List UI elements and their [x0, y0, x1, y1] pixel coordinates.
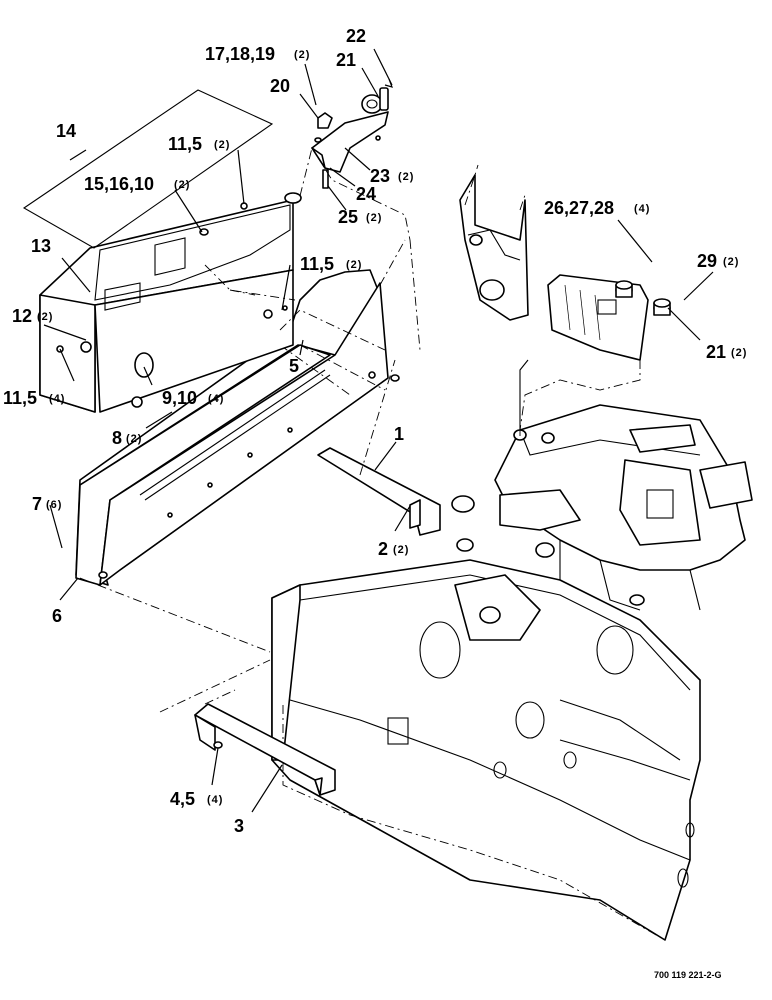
callout-14: 14 — [56, 121, 76, 141]
callout-21-right-qty: (2) — [731, 347, 747, 359]
callout-12: 12 — [12, 306, 32, 326]
callout-23: 23 — [370, 166, 390, 186]
callout-2-qty: (2) — [393, 544, 409, 556]
lid-part-14 — [22, 89, 274, 249]
callout-26-27-28-qty: (4) — [634, 203, 650, 215]
callout-20: 20 — [270, 76, 290, 96]
callout-13: 13 — [31, 236, 51, 256]
callout-11-5-lower: 11,5 — [3, 388, 37, 408]
callout-labels: 22 17,18,19 (2) 21 20 14 11,5 (2) 23 (2)… — [3, 26, 747, 980]
callout-11-5-lower-qty: (4) — [49, 393, 65, 405]
callout-23-qty: (2) — [398, 171, 414, 183]
callout-29-qty: (2) — [723, 256, 739, 268]
frame-assembly — [271, 164, 753, 941]
callout-11-5-mid: 11,5 — [300, 254, 334, 274]
callout-3: 3 — [234, 816, 244, 836]
callout-4-5: 4,5 — [170, 789, 195, 809]
callout-21-right: 21 — [706, 342, 726, 362]
callout-1: 1 — [394, 424, 404, 444]
callout-11-5-top-qty: (2) — [214, 139, 230, 151]
callout-11-5-mid-qty: (2) — [346, 259, 362, 271]
callout-4-5-qty: (4) — [207, 794, 223, 806]
callout-5: 5 — [289, 356, 299, 376]
callout-9-10-qty: (4) — [208, 393, 224, 405]
drawing-number: 700 119 221-2-G — [654, 970, 722, 980]
callout-29: 29 — [697, 251, 717, 271]
callout-9-10: 9,10 — [162, 388, 197, 408]
callout-21-top: 21 — [336, 50, 356, 70]
callout-22: 22 — [346, 26, 366, 46]
callout-6: 6 — [52, 606, 62, 626]
callout-8: 8 — [112, 428, 122, 448]
callout-7: 7 — [32, 494, 42, 514]
toolbox-part-13 — [22, 89, 386, 413]
callout-17-18-19: 17,18,19 — [205, 44, 275, 64]
callout-15-16-10: 15,16,10 — [84, 174, 154, 194]
callout-17-18-19-qty: (2) — [294, 49, 310, 61]
callout-2: 2 — [378, 539, 388, 559]
callout-7-qty: (6) — [46, 499, 62, 511]
support-arm-part-1 — [317, 359, 441, 536]
leader-lines — [43, 48, 714, 813]
callout-24: 24 — [356, 184, 376, 204]
callout-26-27-28: 26,27,28 — [544, 198, 614, 218]
callout-25-qty: (2) — [366, 212, 382, 224]
callout-15-16-10-qty: (2) — [174, 179, 190, 191]
lower-bracket-part-3 — [159, 659, 336, 796]
callout-12-qty: (2) — [37, 311, 53, 323]
callout-8-qty: (2) — [126, 433, 142, 445]
latch-bracket-assembly — [284, 87, 421, 351]
callout-11-5-top: 11,5 — [168, 134, 202, 154]
callout-25: 25 — [338, 207, 358, 227]
